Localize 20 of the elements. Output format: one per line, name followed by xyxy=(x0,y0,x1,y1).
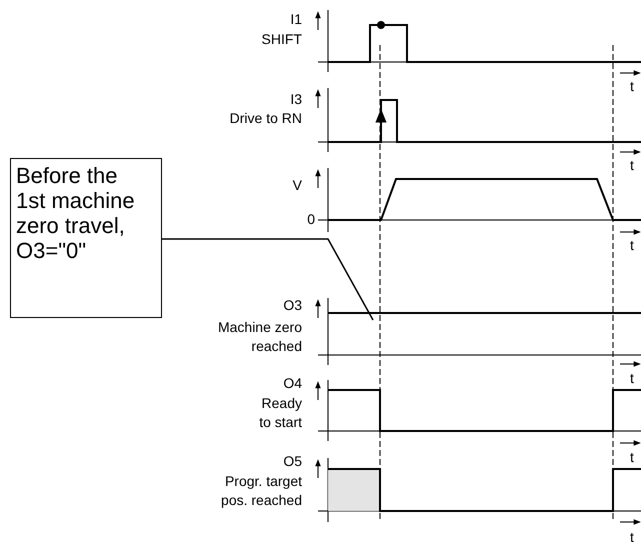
level-label: 0 xyxy=(307,210,315,229)
signal-description: SHIFT xyxy=(262,30,302,49)
signal-name: I3 xyxy=(290,90,302,109)
time-label: t xyxy=(630,236,634,255)
time-label: t xyxy=(630,528,634,542)
signal-description: Progr. target pos. reached xyxy=(220,472,302,510)
time-label: t xyxy=(630,156,634,175)
callout-box: Before the 1st machine zero travel, O3="0" xyxy=(10,158,162,318)
signal-description: Ready to start xyxy=(258,394,302,432)
signal-name: V xyxy=(292,176,302,195)
time-label: t xyxy=(630,369,634,388)
signal-name: O3 xyxy=(283,296,302,315)
signal-description: Machine zero reached xyxy=(216,318,302,356)
leader-line xyxy=(162,238,374,320)
signal-name: O4 xyxy=(283,374,302,393)
time-label: t xyxy=(630,77,634,96)
signal-description: Drive to RN xyxy=(230,109,302,128)
signal-name: O5 xyxy=(283,452,302,471)
signal-name: I1 xyxy=(290,10,302,29)
time-label: t xyxy=(630,448,634,467)
